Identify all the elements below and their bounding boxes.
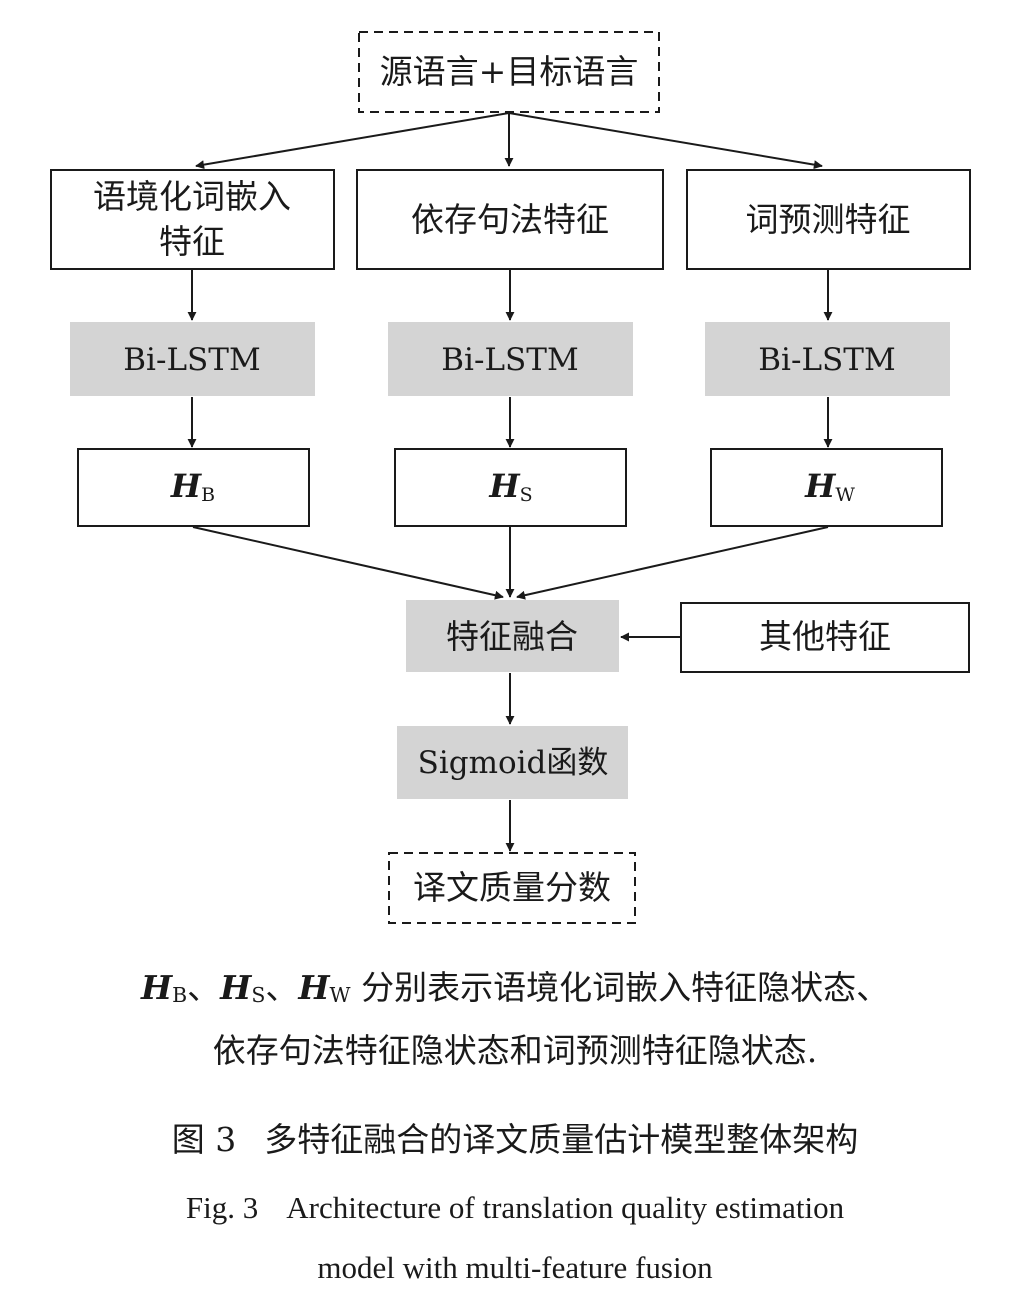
note-sub-b: B — [172, 983, 188, 1008]
feature-box-contextual — [50, 169, 335, 270]
figure-label-zh: 图 3 — [171, 1120, 237, 1159]
note-h-symbol-b: H — [140, 968, 173, 1007]
figure-title-zh: 多特征融合的译文质量估计模型整体架构 — [264, 1120, 859, 1159]
input-box — [358, 31, 660, 113]
bilstm-box-left — [70, 322, 315, 396]
arrow-hb-to-fusion — [192, 526, 504, 600]
hidden-state-label-b: HB — [170, 467, 215, 506]
figure-title-en-line1: Architecture of translation quality esti… — [286, 1190, 845, 1225]
note-h-symbol-w: H — [298, 968, 330, 1007]
h-sub-b: B — [201, 484, 215, 506]
figure-title-en-line2: model with multi-feature fusion — [317, 1250, 713, 1285]
figure-caption-en: Fig. 3 Architecture of translation qualit… — [0, 1178, 1030, 1298]
architecture-diagram: 源语言+目标语言 语境化词嵌入 特征 依存句法特征 词预测特征 Bi-LSTM … — [50, 31, 971, 924]
hidden-state-box-w — [710, 448, 943, 527]
figure-caption-en-line1: Fig. 3 Architecture of translation qualit… — [0, 1178, 1030, 1238]
legend-note: HB、HS、HW 分别表示语境化词嵌入特征隐状态、 依存句法特征隐状态和词预测特… — [0, 960, 1030, 1079]
fusion-box — [406, 600, 619, 672]
arrow-input-to-left — [195, 112, 510, 170]
feature-dependency-label: 依存句法特征 — [411, 200, 609, 239]
bilstm-label-left: Bi-LSTM — [123, 342, 260, 378]
note-line1-text: 分别表示语境化词嵌入特征隐状态、 — [361, 968, 890, 1007]
figure-caption-zh: 图 3 多特征融合的译文质量估计模型整体架构 — [0, 1118, 1030, 1162]
bilstm-box-right — [705, 322, 950, 396]
hidden-state-label-w: HW — [804, 467, 855, 506]
feature-contextual-line1: 语境化词嵌入 — [93, 177, 291, 216]
h-symbol-b: H — [170, 467, 203, 505]
sigmoid-box — [397, 726, 628, 799]
feature-box-dependency — [356, 169, 664, 270]
note-sep-1: 、 — [187, 968, 221, 1007]
other-features-box — [680, 602, 970, 673]
legend-note-line1: HB、HS、HW 分别表示语境化词嵌入特征隐状态、 — [0, 960, 1030, 1023]
note-sub-w: W — [329, 983, 351, 1008]
bilstm-label-right: Bi-LSTM — [758, 342, 895, 378]
h-sub-s: S — [520, 484, 533, 506]
hidden-state-box-s — [394, 448, 627, 527]
output-label: 译文质量分数 — [413, 868, 611, 907]
legend-note-line2: 依存句法特征隐状态和词预测特征隐状态. — [212, 1031, 818, 1071]
bilstm-label-mid: Bi-LSTM — [441, 342, 578, 378]
note-sub-s: S — [251, 983, 266, 1008]
figure-label-en: Fig. 3 — [185, 1190, 259, 1225]
sigmoid-label: Sigmoid函数 — [418, 745, 609, 781]
output-box — [388, 852, 636, 924]
feature-box-word-prediction — [686, 169, 971, 270]
arrow-input-to-right — [508, 112, 823, 170]
h-symbol-s: H — [488, 467, 521, 505]
feature-word-prediction-label: 词预测特征 — [746, 200, 911, 239]
input-label: 源语言+目标语言 — [380, 52, 639, 91]
arrow-hw-to-fusion — [516, 526, 829, 600]
note-h-symbol-s: H — [220, 968, 252, 1007]
hidden-state-box-b — [77, 448, 310, 527]
bilstm-box-mid — [388, 322, 633, 396]
hidden-state-label-s: HS — [488, 467, 532, 506]
h-symbol-w: H — [804, 467, 837, 505]
h-sub-w: W — [835, 484, 855, 506]
note-sep-2: 、 — [265, 968, 299, 1007]
feature-contextual-line2: 特征 — [159, 222, 225, 261]
other-features-label: 其他特征 — [759, 617, 891, 656]
fusion-label: 特征融合 — [446, 617, 578, 656]
